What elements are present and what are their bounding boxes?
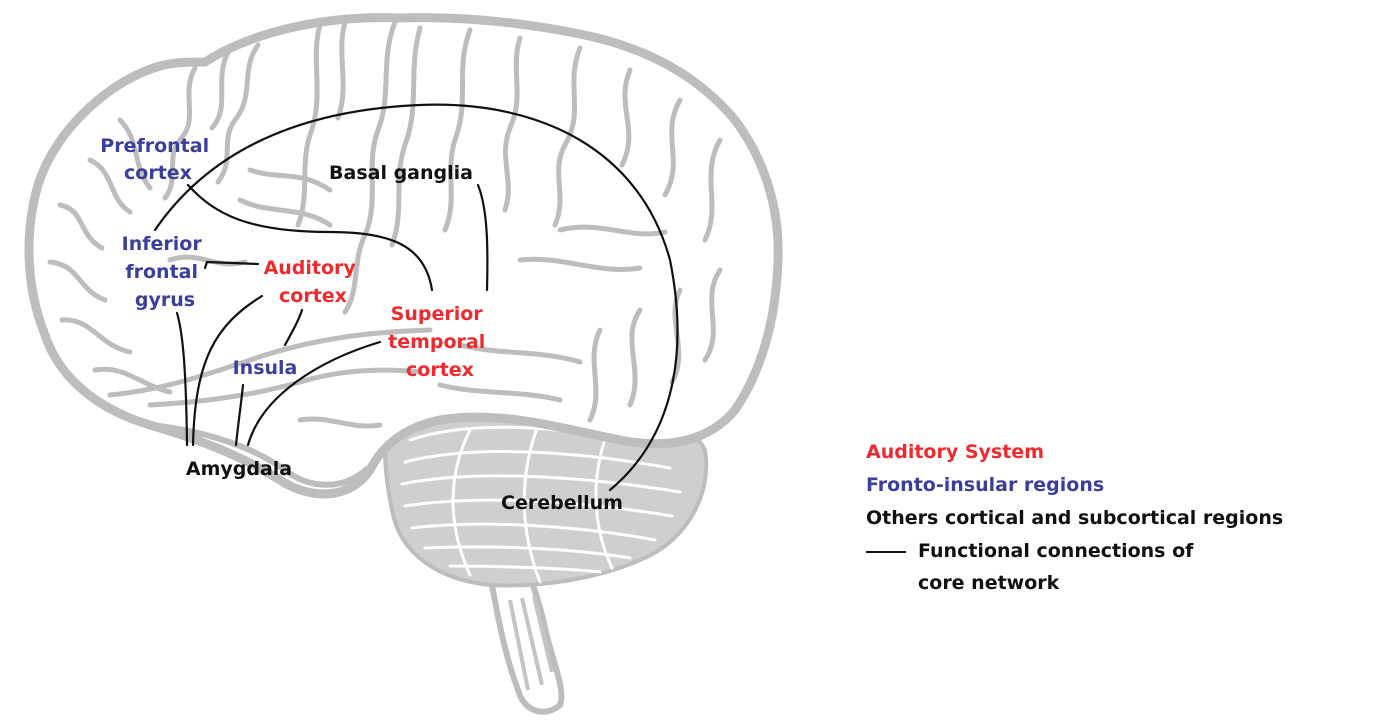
legend-connections-line1: Functional connections of: [918, 540, 1194, 562]
cerebellum-label: Cerebellum: [501, 492, 623, 514]
cerebrum-outline: [24, 13, 783, 499]
connection-prefrontal-stc: [186, 183, 434, 292]
connection-auditory-insula: [283, 308, 304, 347]
connection-insula-amygdala: [234, 383, 245, 447]
prefrontal-cortex-label: Prefrontal cortex: [100, 135, 215, 184]
connection-ifg-auditory: [203, 260, 260, 270]
legend-connection-line: [866, 551, 906, 553]
cerebellum-folia: [400, 418, 682, 584]
auditory-cortex-label: Auditory cortex: [264, 257, 363, 307]
legend-other-regions: Others cortical and subcortical regions: [866, 507, 1284, 529]
basal-ganglia-label: Basal ganglia: [329, 162, 473, 184]
connection-basalganglia-stc: [476, 183, 489, 292]
superior-temporal-cortex-label: Superior temporal cortex: [388, 303, 492, 381]
amygdala-label: Amygdala: [186, 458, 292, 480]
inferior-frontal-gyrus-label: Inferior frontal gyrus: [122, 233, 209, 311]
functional-connections: [153, 103, 679, 492]
temporal-lobe-contour: [149, 422, 371, 488]
connection-ifg-amygdala: [175, 311, 189, 447]
brain-sulci: [47, 19, 723, 429]
legend-connections-line2: core network: [918, 572, 1060, 594]
legend-fronto-insular: Fronto-insular regions: [866, 474, 1105, 496]
legend-auditory-system: Auditory System: [866, 441, 1044, 463]
connection-stc-amygdala: [246, 340, 382, 447]
connection-auditory-amygdala: [191, 294, 264, 447]
region-labels: Prefrontal cortex Inferior frontal gyrus…: [100, 135, 623, 514]
connection-ifg-cerebellum: [153, 103, 679, 492]
brain-illustration: [24, 13, 783, 715]
brain-stem: [488, 574, 565, 715]
insula-label: Insula: [233, 357, 298, 379]
